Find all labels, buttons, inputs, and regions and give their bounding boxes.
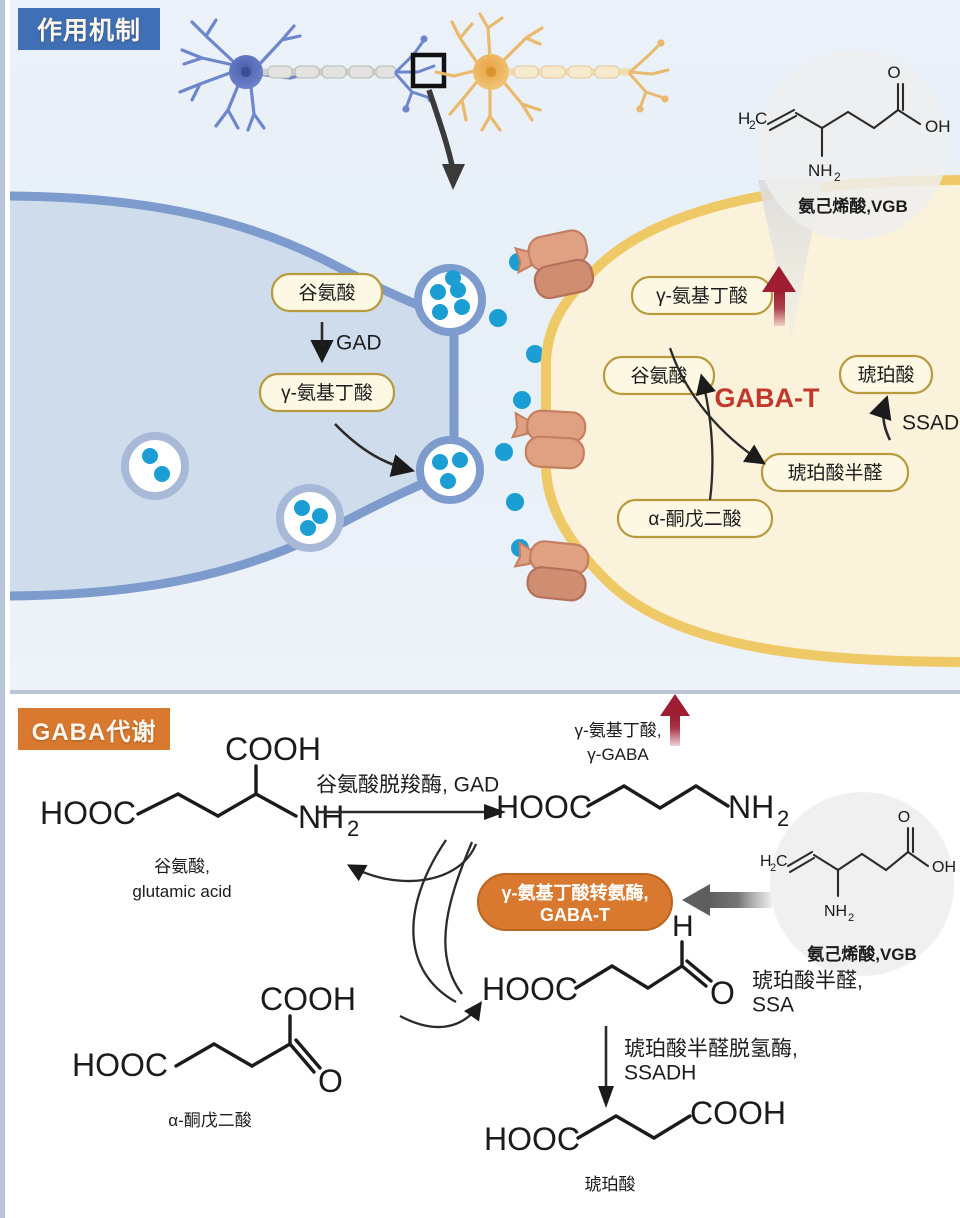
neuron-schematic-group	[178, 12, 670, 190]
postsyn-ketoglutarate-label: α-酮戊二酸	[648, 508, 741, 530]
postsyn-glutamate-label: 谷氨酸	[630, 365, 687, 387]
vgb-nh-label-top: NH	[808, 161, 833, 180]
vgb-molecule-bottom: H 2 C O OH NH 2 氨己烯酸,VGB	[760, 809, 956, 964]
gaba-caption-cn: γ-氨基丁酸,	[575, 721, 662, 740]
vgb-inset-circle	[758, 50, 948, 240]
succ-caption: 琥珀酸	[585, 1175, 636, 1194]
vgb-h-label-bottom: H	[760, 853, 772, 870]
glu-cooh-label: COOH	[225, 731, 321, 767]
postsynaptic-cell	[541, 175, 960, 667]
metabolic-cycle-arrows	[346, 839, 482, 1029]
vesicle-transport-arrow	[334, 423, 416, 477]
glu-caption-cn: 谷氨酸,	[154, 857, 210, 876]
vgb-molecule-top: H 2 C O OH NH 2 氨己烯酸,VGB	[738, 63, 951, 216]
ssa-structure: HOOC H O 琥珀酸半醛, SSA	[482, 910, 863, 1017]
gaba-structure: HOOC NH 2 γ-氨基丁酸, γ-GABA	[496, 694, 789, 831]
glu-caption-en: glutamic acid	[132, 882, 231, 901]
transamination-arrow-right	[668, 347, 766, 465]
panel-divider	[10, 690, 960, 694]
ssa-h-label: H	[672, 910, 694, 943]
akg-hooc-label: HOOC	[72, 1047, 168, 1083]
vgb-o-label-bottom: O	[898, 809, 910, 826]
gaba-hooc-label: HOOC	[496, 789, 592, 825]
synapse-highlight-box	[410, 52, 447, 89]
metabolism-badge: GABA代谢	[18, 708, 170, 750]
gad-reaction: 谷氨酸脱羧酶, GAD	[316, 774, 506, 820]
transamination-arrow-left	[695, 373, 716, 501]
vgb-nh-label-bottom: NH	[824, 903, 847, 920]
vgb-c-label-top: C	[755, 109, 767, 128]
gaba-increase-arrow	[762, 266, 796, 326]
gaba-t-label-top: GABA-T	[715, 383, 820, 413]
vgb-oh-label-bottom: OH	[932, 859, 956, 876]
akg-o-label: O	[318, 1063, 343, 1099]
ssa-caption-cn: 琥珀酸半醛,	[752, 970, 863, 993]
succ-cooh-label: COOH	[690, 1095, 786, 1131]
ssa-hooc-label: HOOC	[482, 971, 578, 1007]
glu-hooc-label: HOOC	[40, 795, 136, 831]
vgb-h-sub-top: 2	[749, 118, 756, 132]
presyn-glutamate-pill: 谷氨酸	[270, 272, 384, 313]
ketoglutarate-structure: HOOC COOH O α-酮戊二酸	[72, 981, 356, 1130]
succ-hooc-label: HOOC	[484, 1121, 580, 1157]
gaba-increase-arrow-bottom	[660, 694, 690, 746]
ssadh-line2: SSADH	[624, 1062, 696, 1085]
gaba-nh-label: NH	[728, 789, 774, 825]
postsyn-succinate-label: 琥珀酸	[857, 364, 914, 386]
gaba-t-line1: γ-氨基丁酸转氨酶,	[501, 882, 648, 903]
glutamic-acid-structure: HOOC COOH NH 2 谷氨酸, glutamic acid	[40, 731, 359, 901]
glu-nh-label: NH	[298, 799, 344, 835]
ssadh-enzyme-label: SSADH	[902, 412, 960, 435]
vgb-c-label-bottom: C	[776, 853, 788, 870]
postsyn-ssa-label: 琥珀酸半醛	[787, 462, 882, 484]
gad-step-label: 谷氨酸脱羧酶, GAD	[316, 774, 499, 797]
gaba-t-line2: GABA-T	[540, 905, 610, 925]
succinate-structure: HOOC COOH 琥珀酸	[484, 1095, 786, 1194]
postsyn-ketoglutarate-pill: α-酮戊二酸	[616, 498, 774, 539]
vgb-h-sub-bottom: 2	[770, 862, 776, 874]
receptors-group	[510, 229, 595, 602]
neurotransmitters-in-cleft	[489, 253, 544, 557]
presyn-gaba-label: γ-氨基丁酸	[281, 382, 373, 404]
ssadh-arrow	[869, 395, 892, 441]
gad-enzyme-label: GAD	[336, 332, 382, 355]
vgb-caption-bottom: 氨己烯酸,VGB	[807, 944, 917, 964]
ssadh-reaction: 琥珀酸半醛脱氢酶, SSADH	[598, 1026, 798, 1108]
vgb-inhibition-arrow	[682, 884, 772, 916]
postsyn-ssa-pill: 琥珀酸半醛	[760, 452, 910, 493]
postsyn-gaba-pill: γ-氨基丁酸	[630, 275, 774, 316]
vgb-h-label-top: H	[738, 109, 750, 128]
mechanism-badge: 作用机制	[18, 8, 160, 50]
vgb-nh-sub-bottom: 2	[848, 912, 854, 924]
ssa-caption-en: SSA	[752, 994, 794, 1017]
postsyn-glutamate-pill: 谷氨酸	[602, 355, 716, 396]
docked-vesicles	[414, 264, 486, 504]
akg-caption: α-酮戊二酸	[168, 1111, 252, 1130]
cytoplasm-vesicles	[121, 432, 344, 552]
ssadh-line1: 琥珀酸半醛脱氢酶,	[624, 1038, 798, 1061]
gaba-nh-sub: 2	[777, 806, 789, 831]
metabolism-diagram: HOOC COOH NH 2 谷氨酸, glutamic acid 谷氨酸脱羧酶…	[40, 694, 956, 1194]
ssa-o-label: O	[710, 975, 735, 1011]
mechanism-illustration: H 2 C O OH NH 2 氨己烯酸,VGB 谷氨酸 GAD γ-氨基丁酸	[10, 12, 960, 667]
presyn-glutamate-label: 谷氨酸	[298, 282, 355, 304]
presyn-gaba-pill: γ-氨基丁酸	[258, 372, 396, 413]
zoom-pointer-arrow	[426, 89, 456, 171]
glu-nh-sub: 2	[347, 816, 359, 841]
gaba-metabolism-panel: HOOC COOH NH 2 谷氨酸, glutamic acid 谷氨酸脱羧酶…	[10, 694, 960, 1218]
mechanism-panel: H 2 C O OH NH 2 氨己烯酸,VGB 谷氨酸 GAD γ-氨基丁酸	[10, 0, 960, 690]
vgb-caption-top: 氨己烯酸,VGB	[798, 196, 908, 216]
postsyn-succinate-pill: 琥珀酸	[838, 354, 934, 395]
vgb-oh-label-top: OH	[925, 117, 951, 136]
vgb-o-label-top: O	[887, 63, 900, 82]
gaba-t-enzyme-box: γ-氨基丁酸转氨酶, GABA-T	[477, 873, 673, 931]
vgb-nh-sub-top: 2	[834, 170, 841, 184]
gaba-caption-en: γ-GABA	[587, 745, 649, 764]
postsyn-gaba-label: γ-氨基丁酸	[656, 285, 748, 307]
akg-cooh-label: COOH	[260, 981, 356, 1017]
